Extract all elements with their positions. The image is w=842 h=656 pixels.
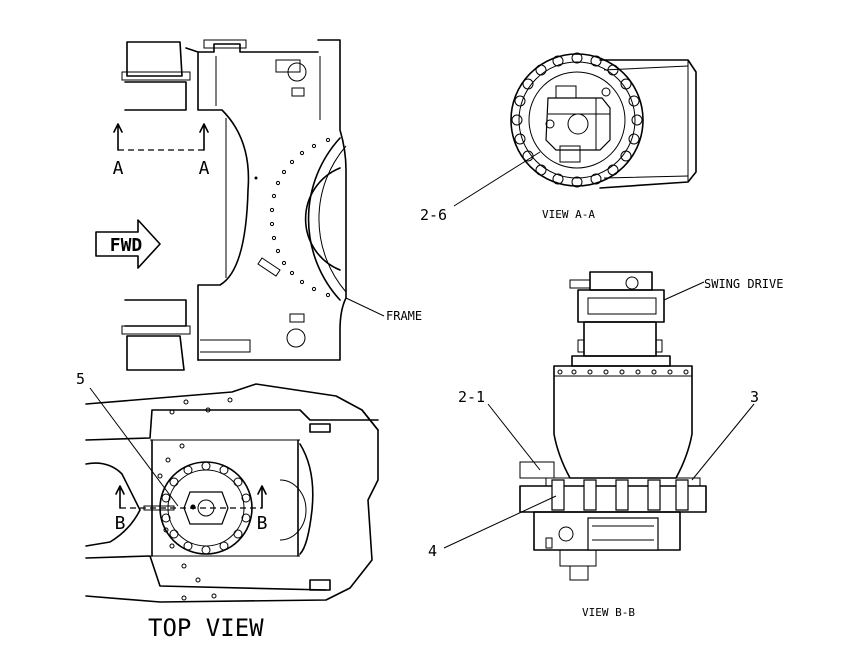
frame-label: FRAME: [386, 309, 422, 323]
top-view-caption: TOP VIEW: [148, 614, 264, 642]
fwd-arrow-shape: [95, 219, 161, 269]
view-bb-caption: VIEW B-B: [582, 606, 635, 619]
fwd-label: FWD: [110, 235, 143, 256]
view-aa-caption: VIEW A-A: [542, 208, 595, 221]
callout-2-6: 2-6: [420, 206, 447, 224]
callout-5: 5: [76, 370, 85, 388]
housing-bolts: [557, 369, 689, 375]
flange-bolt-circle: [511, 52, 643, 188]
section-b-left-label: B: [115, 513, 126, 534]
top-view-drawing: [85, 383, 379, 603]
ring-bolt-holes: [269, 137, 331, 298]
callout-2-1: 2-1: [458, 388, 485, 406]
callout-4: 4: [428, 542, 437, 560]
view-bb-drawing: [443, 271, 755, 581]
section-a-left-label: A: [113, 158, 124, 179]
mounting-bolts: [551, 479, 689, 511]
section-b-right-label: B: [257, 513, 268, 534]
callout-3: 3: [750, 388, 759, 406]
view-aa-drawing: [453, 52, 697, 207]
top-view-flange-bolts: [161, 461, 251, 555]
scatter-bolt-holes: [157, 397, 233, 601]
swing-drive-label: SWING DRIVE: [704, 277, 783, 291]
frame-plan-view: [95, 39, 385, 371]
section-a-right-label: A: [199, 158, 210, 179]
